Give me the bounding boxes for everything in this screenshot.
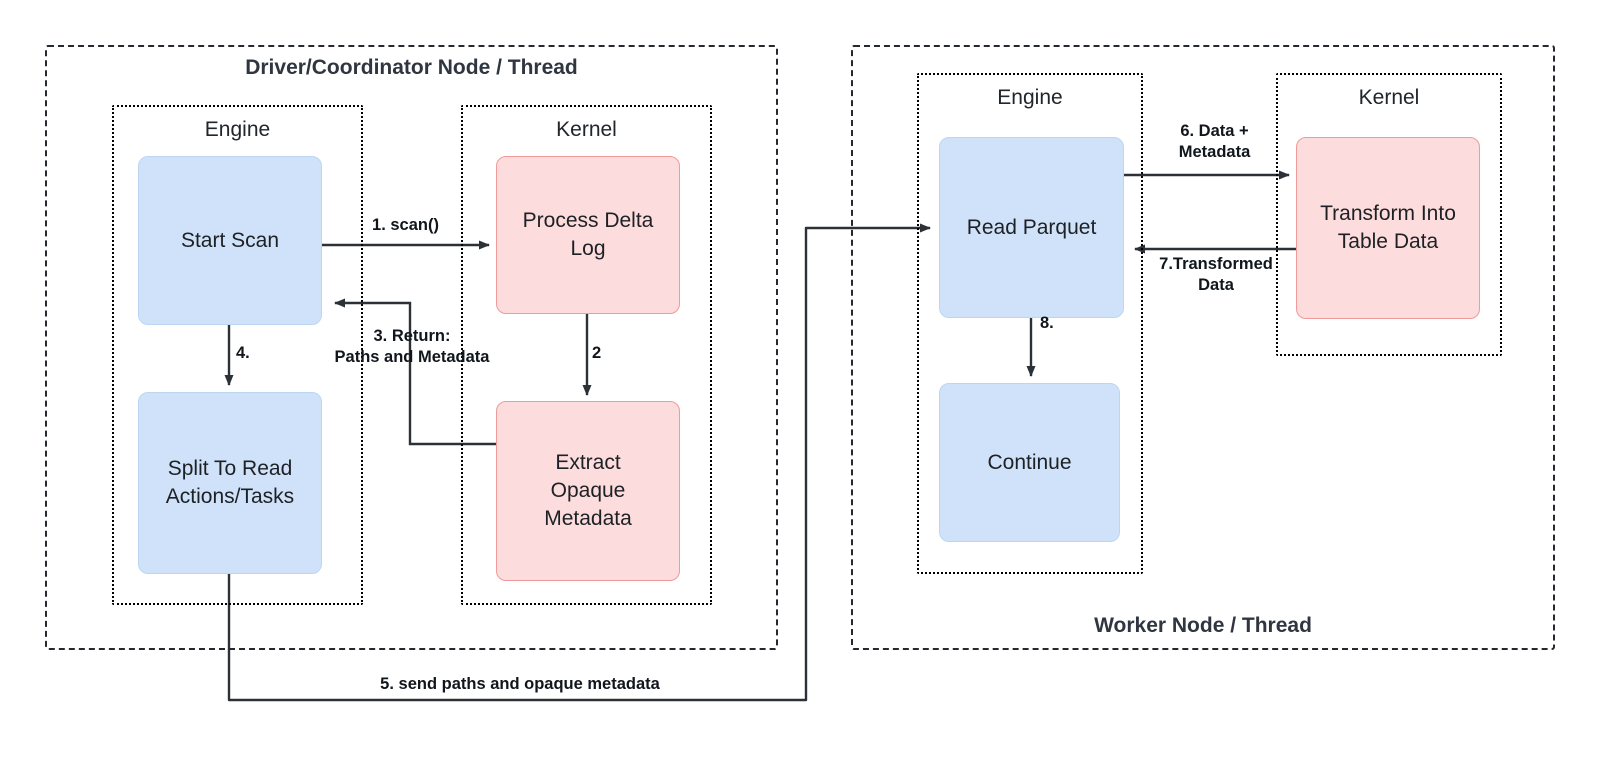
edge-label-4: 4. <box>236 344 250 362</box>
node-start-scan[interactable]: Start Scan <box>138 156 322 325</box>
frame-worker-title: Worker Node / Thread <box>1094 614 1312 637</box>
pool-driver-engine-title: Engine <box>204 118 271 141</box>
pool-worker-engine <box>917 73 1143 574</box>
pool-driver-engine <box>112 105 363 605</box>
edge-label-6: 6. Data + Metadata <box>1178 122 1251 162</box>
pool-driver-kernel-title: Kernel <box>556 118 617 141</box>
node-continue[interactable]: Continue <box>939 383 1120 542</box>
edge-label-8: 8. <box>1040 314 1054 332</box>
node-read-parquet[interactable]: Read Parquet <box>939 137 1124 318</box>
frame-driver-title: Driver/Coordinator Node / Thread <box>245 56 578 79</box>
frame-worker <box>851 45 1555 650</box>
edge-label-7: 7.Transformed Data <box>1159 255 1273 295</box>
pool-worker-engine-title: Engine <box>997 86 1063 109</box>
edge-label-5: 5. send paths and opaque metadata <box>380 675 660 693</box>
edge-label-3: 3. Return: Paths and Metadata <box>334 327 490 367</box>
pool-worker-kernel-title: Kernel <box>1358 86 1420 109</box>
node-split-to-read-actions-tasks[interactable]: Split To Read Actions/Tasks <box>138 392 322 574</box>
pool-worker-kernel <box>1276 73 1502 356</box>
node-process-delta-log[interactable]: Process Delta Log <box>496 156 680 314</box>
frame-driver-coordinator <box>45 45 778 650</box>
node-transform-into-table-data[interactable]: Transform Into Table Data <box>1296 137 1480 319</box>
edge-label-2: 2 <box>592 344 602 362</box>
pool-driver-kernel <box>461 105 712 605</box>
node-extract-opaque-metadata[interactable]: Extract Opaque Metadata <box>496 401 680 581</box>
edge-label-1: 1. scan() <box>372 216 439 234</box>
